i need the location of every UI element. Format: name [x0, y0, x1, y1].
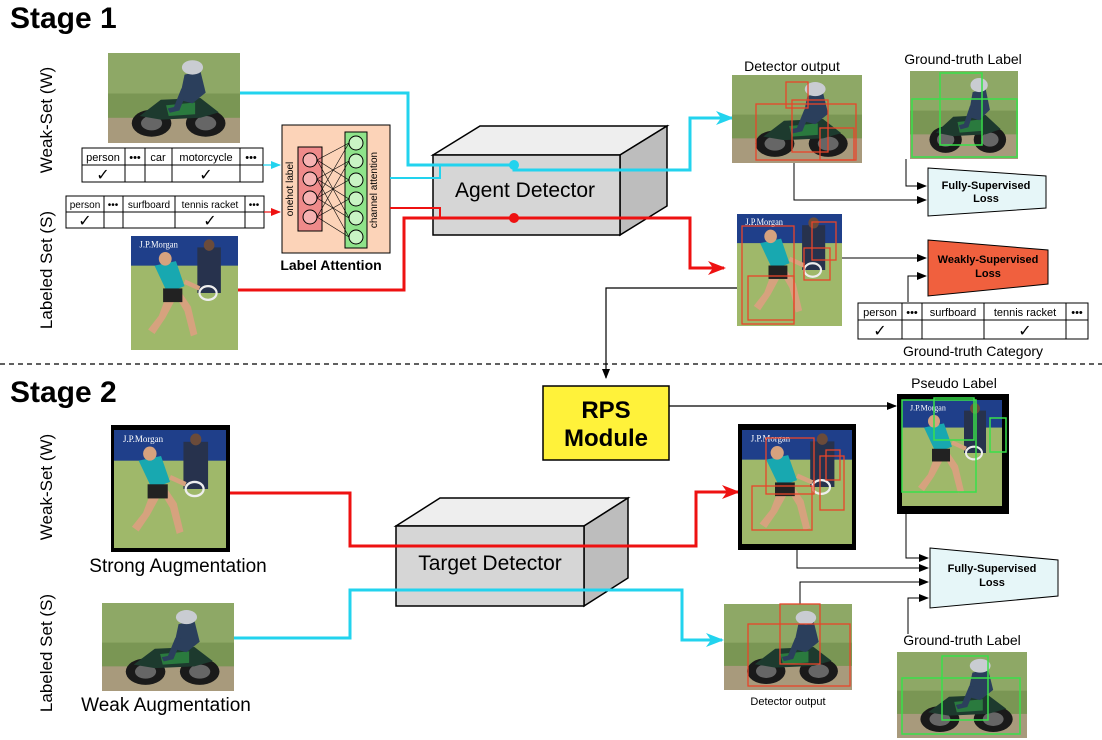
stage2-weak-flow-line: [230, 485, 740, 548]
weak-table-cell: person: [86, 152, 120, 164]
stage1-weak-set-label: Weak-Set (W): [37, 67, 56, 173]
stage1-fully-supervised-loss: [927, 167, 1047, 217]
stage2-title: Stage 2: [10, 376, 117, 409]
agent-detector-label: Agent Detector: [455, 179, 595, 202]
gt-category-label: Ground-truth Category: [903, 343, 1043, 359]
stage2-labeled-flow-line: [234, 588, 724, 647]
junction-dot: [509, 160, 519, 170]
stage1-gt-image: [910, 71, 1018, 159]
check-icon: ✓: [78, 211, 91, 230]
labeled-table-cell: tennis racket: [182, 200, 239, 211]
target-detector-label: Target Detector: [418, 552, 562, 575]
gt-category-table: person ••• surfboard tennis racket ••• ✓…: [857, 302, 1089, 340]
stage1-title: Stage 1: [10, 2, 117, 35]
stage2-labeled-set-label: Labeled Set (S): [37, 594, 56, 712]
stage1-labeled-set-label: Labeled Set (S): [37, 211, 56, 329]
weakly-loss-line2: Loss: [975, 268, 1001, 280]
stage1-weak-image: [108, 53, 240, 143]
attention-to-detector-cyan: [390, 165, 441, 179]
channel-attention-text: channel attention: [369, 152, 380, 228]
arrow: [799, 578, 929, 604]
strong-augmentation-label: Strong Augmentation: [89, 556, 266, 577]
check-icon: ✓: [873, 321, 886, 340]
stage2-detector-output-label: Detector output: [750, 696, 825, 708]
rps-line1: RPS: [581, 397, 630, 424]
weakly-supervised-loss: [927, 239, 1049, 297]
arrow: [793, 163, 927, 204]
stage2-weak-set-label: Weak-Set (W): [37, 434, 56, 540]
weak-table-cell: •••: [129, 152, 141, 164]
check-icon: ✓: [1018, 321, 1031, 340]
arrow: [907, 594, 929, 634]
check-icon: ✓: [96, 165, 109, 184]
weak-table-cell: car: [150, 152, 166, 164]
strong-augmentation-image: [111, 425, 230, 552]
stage1-fully-loss-line1: Fully-Supervised: [942, 180, 1031, 192]
stage1-gt-label: Ground-truth Label: [904, 51, 1022, 67]
to-rps-arrow: [602, 287, 737, 379]
arrow: [907, 272, 927, 302]
weak-table-cell: •••: [245, 152, 257, 164]
labeled-table-cell: •••: [108, 200, 119, 211]
stage1-labeled-output-image: [737, 214, 842, 326]
label-attention-block: onehot label channel attention: [281, 124, 391, 254]
label-attention-title: Label Attention: [280, 257, 381, 273]
check-icon: ✓: [203, 211, 216, 230]
target-detector-box: [393, 496, 631, 608]
labeled-table-cell: person: [70, 200, 101, 211]
pseudo-label-image: [897, 394, 1009, 514]
rps-module: [542, 385, 670, 461]
attention-to-detector-red: [390, 207, 441, 218]
labeled-table-cell: •••: [249, 200, 260, 211]
weak-table-cell: motorcycle: [179, 152, 232, 164]
stage2-fully-supervised-loss: [929, 547, 1059, 609]
stage2-fully-loss-line2: Loss: [979, 577, 1005, 589]
pseudo-label-title: Pseudo Label: [911, 375, 997, 391]
weak-augmentation-image: [102, 603, 234, 691]
gt-table-cell: surfboard: [930, 307, 976, 319]
stage1-fully-loss-line2: Loss: [973, 193, 999, 205]
stage2-gt-label: Ground-truth Label: [903, 632, 1021, 648]
arrow: [796, 550, 929, 572]
gt-table-cell: •••: [1071, 307, 1083, 319]
rps-line2: Module: [564, 425, 648, 452]
arrow: [905, 514, 929, 562]
agent-detector-box: [430, 124, 670, 237]
labeled-table-cell: surfboard: [128, 200, 170, 211]
stage1-detector-output-image: [732, 75, 862, 163]
junction-dot: [509, 213, 519, 223]
arrow: [905, 159, 927, 190]
stage1-detector-output-label: Detector output: [744, 58, 840, 74]
stage2-labeled-output-image: [724, 603, 852, 690]
stage2-fully-loss-line1: Fully-Supervised: [948, 563, 1037, 575]
weak-augmentation-label: Weak Augmentation: [81, 695, 251, 716]
stage1-labeled-table: person ••• surfboard tennis racket ••• ✓…: [65, 195, 265, 230]
weakly-loss-line1: Weakly-Supervised: [938, 254, 1039, 266]
stage2-gt-image: [897, 652, 1027, 738]
onehot-label-text: onehot label: [285, 162, 296, 217]
gt-table-cell: tennis racket: [994, 307, 1056, 319]
gt-table-cell: •••: [906, 307, 918, 319]
check-icon: ✓: [199, 165, 212, 184]
gt-table-cell: person: [863, 307, 897, 319]
stage2-weak-output-image: [738, 424, 856, 550]
stage1-weak-table: person ••• car motorcycle ••• ✓ ✓: [81, 147, 264, 184]
stage1-labeled-image: [131, 236, 238, 350]
